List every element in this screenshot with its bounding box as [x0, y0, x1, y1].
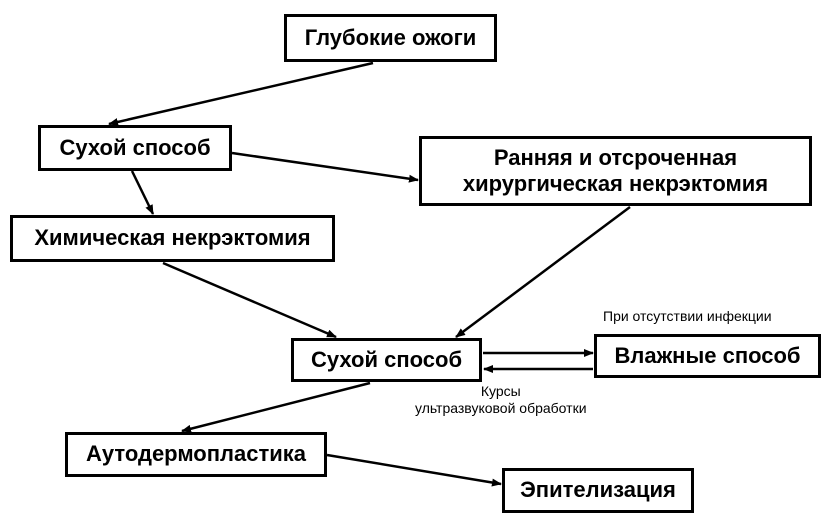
- edge-label-courses-line2: ультразвуковой обработки: [415, 399, 587, 416]
- edge-label-ultrasound-courses: Курсы ультразвуковой обработки: [415, 383, 587, 417]
- arrow-dry2-to-auto: [181, 381, 371, 433]
- node-deep-burns: Глубокие ожоги: [284, 14, 497, 62]
- arrow-auto-to-epi: [326, 453, 502, 487]
- arrow-chem-to-dry2: [162, 261, 337, 339]
- node-chemical-necrectomy: Химическая некрэктомия: [10, 215, 335, 262]
- node-dry-method-1: Сухой способ: [38, 125, 232, 171]
- arrow-deep-to-dry1: [108, 61, 374, 126]
- node-epithelization: Эпителизация: [502, 468, 694, 513]
- edge-label-no-infection: При отсутствии инфекции: [603, 308, 772, 324]
- arrow-early-to-dry2: [455, 205, 631, 339]
- arrow-dry1-to-early: [231, 151, 419, 183]
- edge-label-courses-line1: Курсы: [480, 383, 521, 399]
- node-autodermoplasty: Аутодермопластика: [65, 432, 327, 477]
- node-early-necrectomy: Ранняя и отсроченная хирургическая некрэ…: [419, 136, 812, 206]
- node-dry-method-2: Сухой способ: [291, 338, 482, 382]
- arrow-dry1-to-chem: [130, 170, 155, 215]
- node-wet-method: Влажные способ: [594, 334, 821, 378]
